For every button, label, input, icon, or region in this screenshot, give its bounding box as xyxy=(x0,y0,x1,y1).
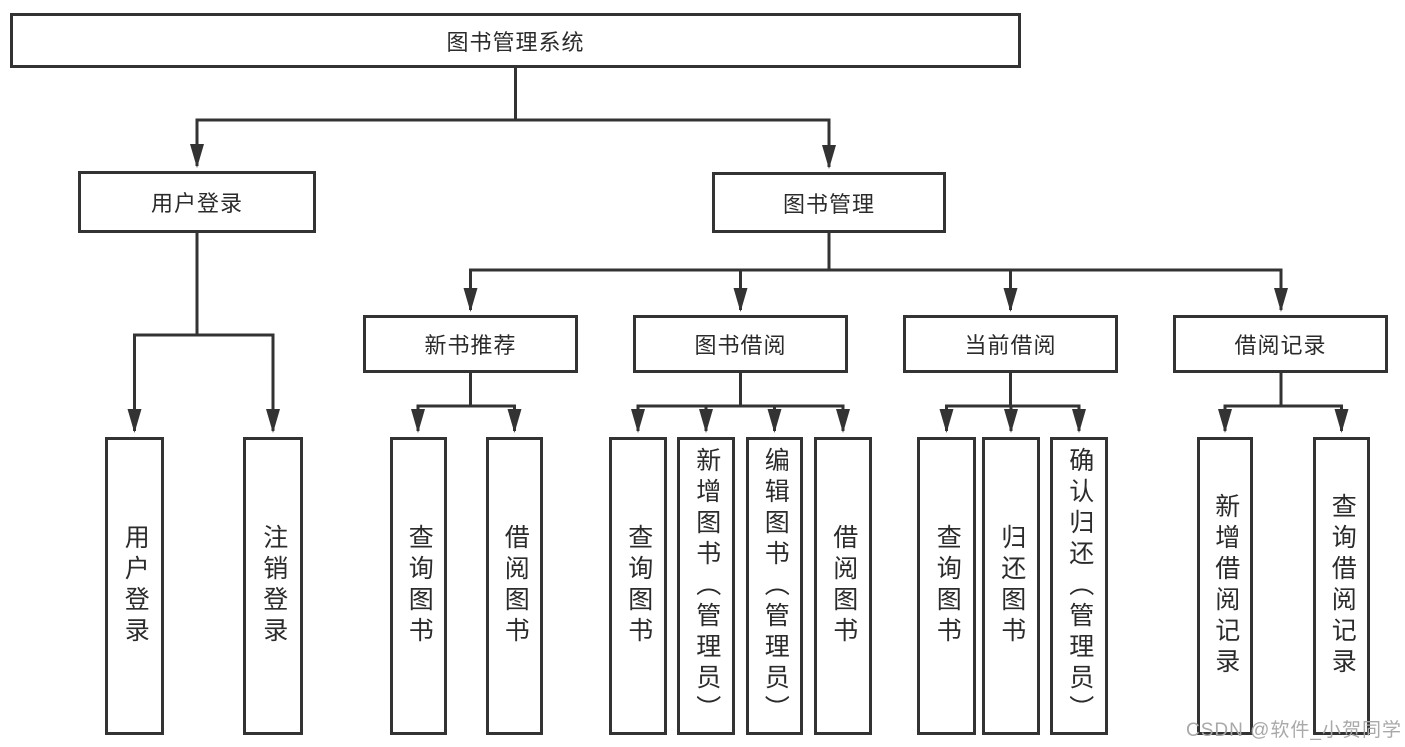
node-borrowing-records: 借阅记录 xyxy=(1173,315,1388,373)
watermark-text: CSDN @软件_小贺同学 xyxy=(1186,720,1402,741)
leaf-edit-books-admin: 编辑图书（管理员） xyxy=(746,437,803,735)
node-library-management-system: 图书管理系统 xyxy=(10,13,1021,68)
node-book-management-branch: 图书管理 xyxy=(712,172,946,233)
node-new-book-recommendation: 新书推荐 xyxy=(363,315,578,373)
node-current-borrowing: 当前借阅 xyxy=(903,315,1118,373)
leaf-add-books-admin: 新增图书（管理员） xyxy=(677,437,735,735)
leaf-borrow-books-borrowing: 借阅图书 xyxy=(814,437,872,735)
leaf-return-books: 归还图书 xyxy=(982,437,1040,735)
leaf-query-books-current: 查询图书 xyxy=(917,437,976,735)
leaf-borrow-books-recommend: 借阅图书 xyxy=(486,437,543,735)
leaf-query-books-recommend: 查询图书 xyxy=(390,437,447,735)
node-user-login-branch: 用户登录 xyxy=(78,171,316,233)
leaf-logout: 注销登录 xyxy=(243,437,303,735)
leaf-query-borrow-record: 查询借阅记录 xyxy=(1313,437,1370,735)
leaf-confirm-return-admin: 确认归还（管理员） xyxy=(1050,437,1108,735)
leaf-query-books-borrowing: 查询图书 xyxy=(609,437,667,735)
leaf-user-login: 用户登录 xyxy=(105,437,164,735)
node-book-borrowing: 图书借阅 xyxy=(633,315,848,373)
leaf-add-borrow-record: 新增借阅记录 xyxy=(1197,437,1253,735)
